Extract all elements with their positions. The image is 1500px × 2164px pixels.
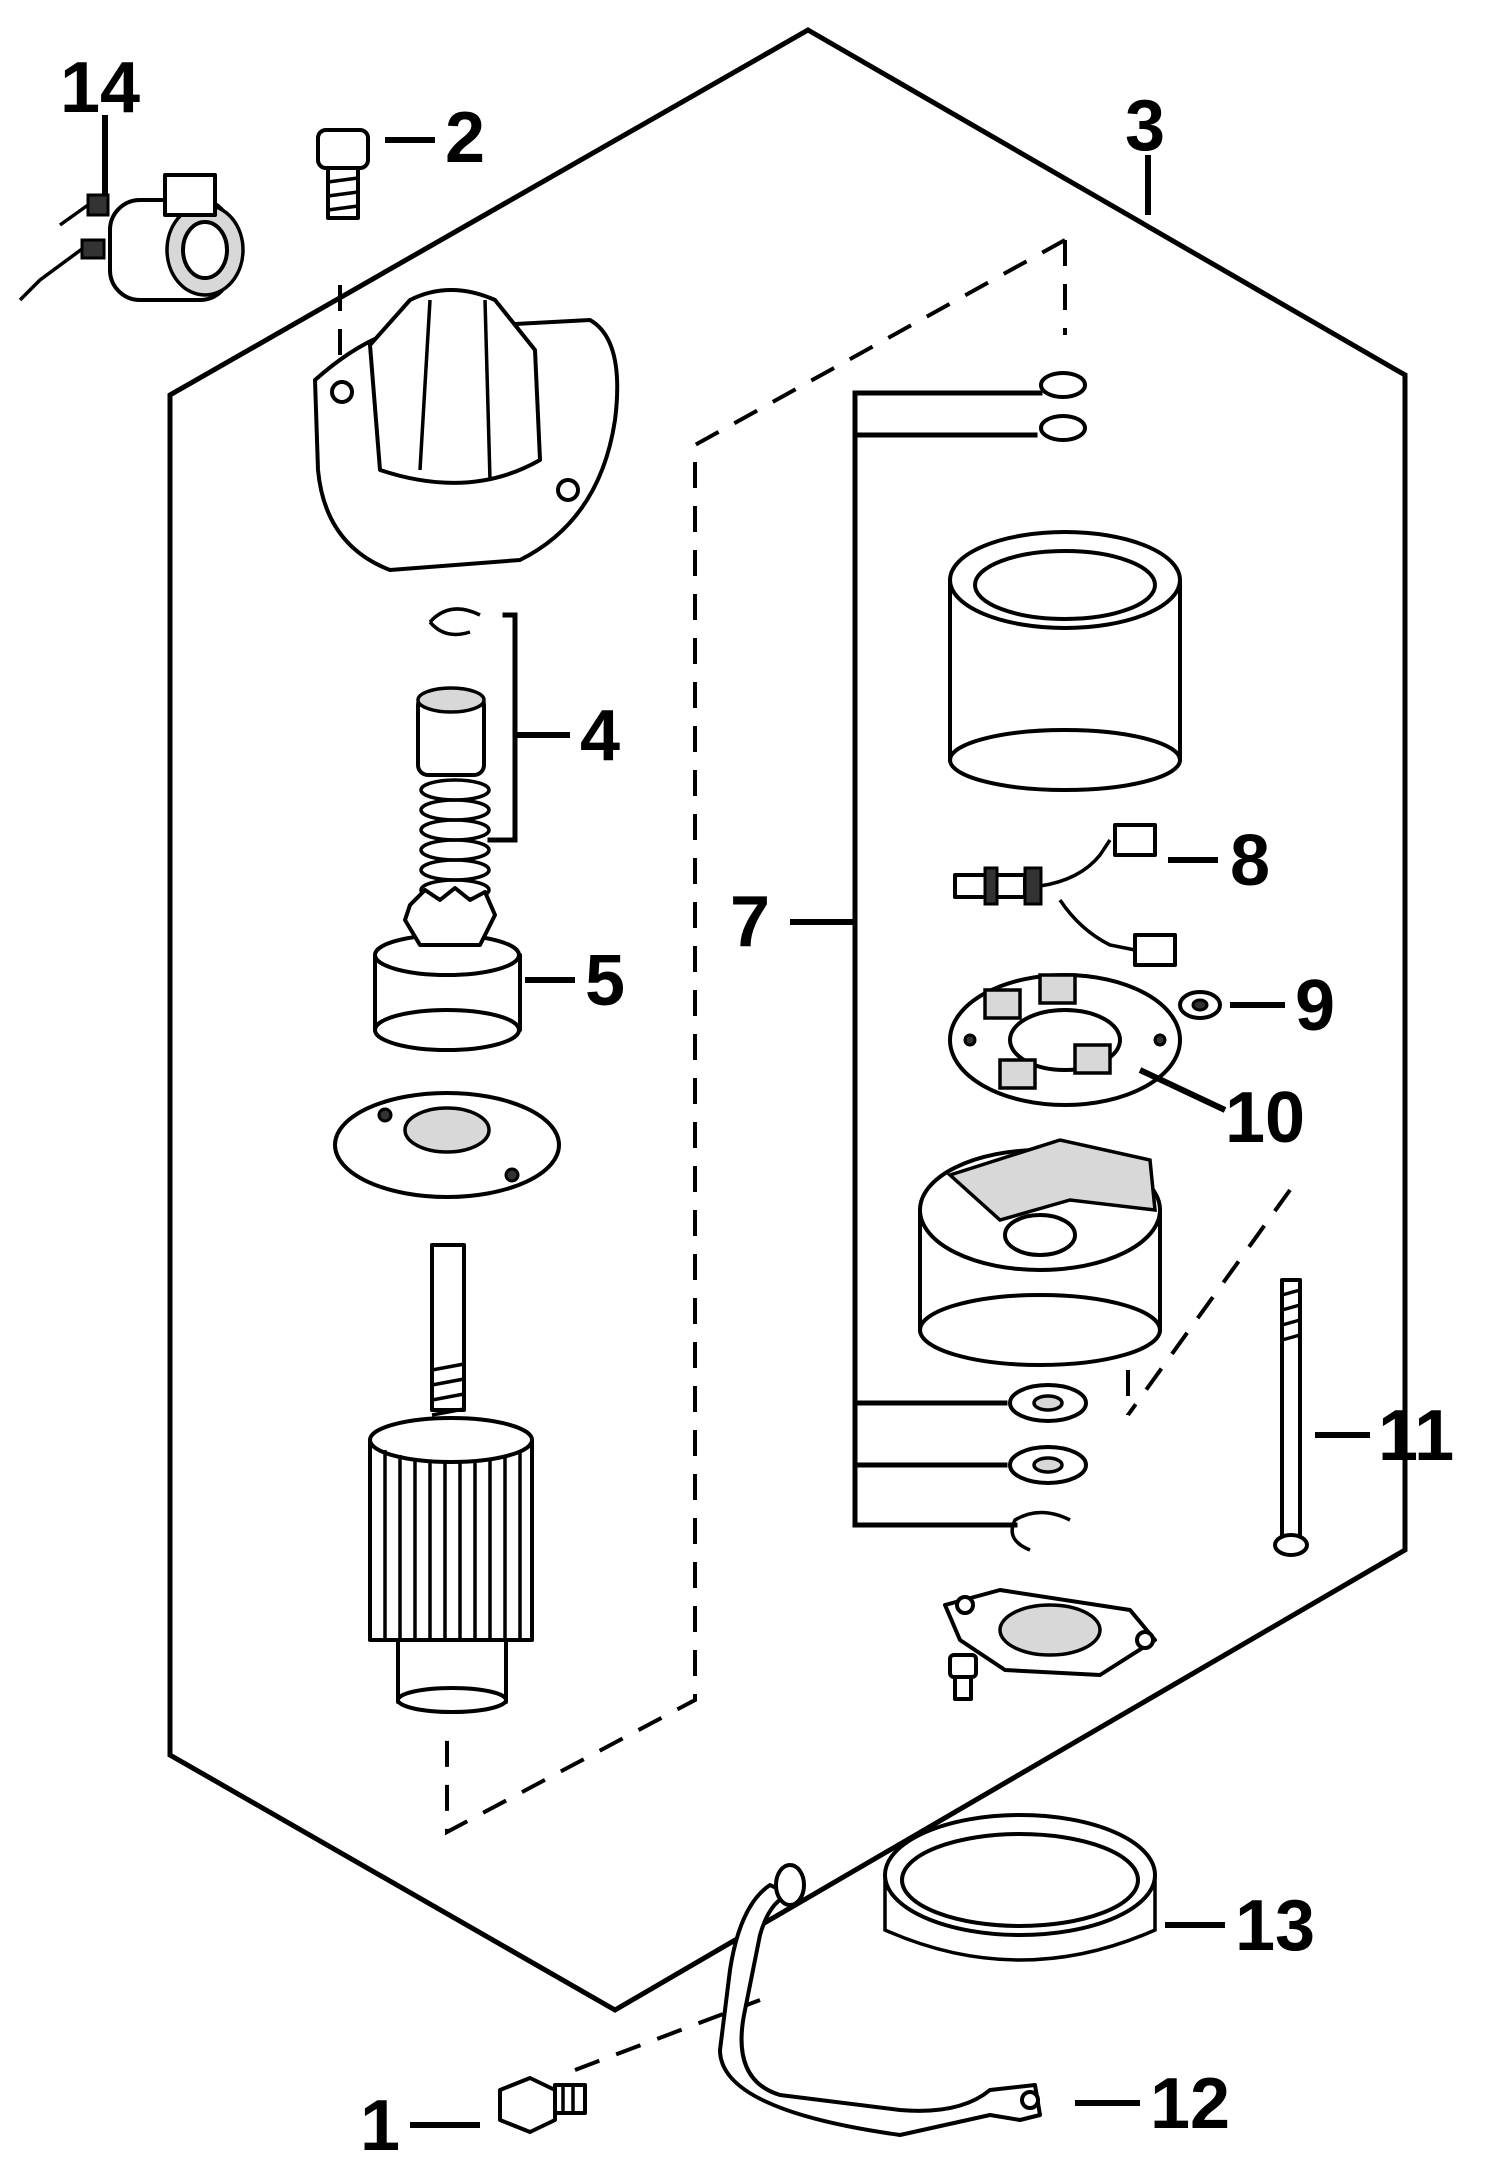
callout-10: 10	[1225, 1078, 1305, 1158]
drive-end-housing-part	[313, 288, 620, 572]
callout-12: 12	[1150, 2064, 1230, 2144]
drive-plate-part	[333, 1091, 561, 1199]
through-bolt-part	[1273, 1278, 1309, 1557]
end-cap-part	[918, 1138, 1162, 1367]
brush-plate-part	[948, 973, 1182, 1107]
solenoid-part	[18, 173, 245, 302]
band-part	[883, 1813, 1157, 1962]
callout-13: 13	[1235, 1886, 1315, 1966]
armature-part	[368, 1243, 534, 1714]
callout-5: 5	[585, 941, 625, 1021]
thrust-washers-top-part	[1039, 371, 1087, 442]
callout-2: 2	[445, 98, 485, 178]
callout-7: 7	[730, 882, 770, 962]
screw-part	[498, 2076, 587, 2134]
leader-lines	[102, 115, 1370, 2128]
callout-1: 1	[360, 2086, 400, 2164]
brush-lead-part	[953, 823, 1177, 967]
alignment-lines	[338, 238, 1292, 2072]
callout-9: 9	[1295, 966, 1335, 1046]
callout-4: 4	[580, 696, 620, 776]
pinion-drive-part	[373, 886, 522, 1052]
pinion-stop-kit-part	[416, 607, 491, 902]
callout-14: 14	[60, 48, 140, 128]
callout-8: 8	[1230, 821, 1270, 901]
end-bracket-part	[943, 1588, 1157, 1701]
bolt-part	[316, 128, 370, 220]
callout-labels: 14 2 3 4 5 7 8 9 10 11 12 13 1	[60, 48, 1454, 2164]
assembly-outline	[167, 27, 1408, 2013]
field-frame-part	[948, 530, 1182, 792]
thrust-washers-bottom-part	[1008, 1383, 1088, 1552]
callout-11: 11	[1378, 1396, 1454, 1476]
strap-bracket-part	[718, 1863, 1042, 2137]
callout-3: 3	[1125, 86, 1165, 166]
nut-part	[1178, 990, 1222, 1020]
